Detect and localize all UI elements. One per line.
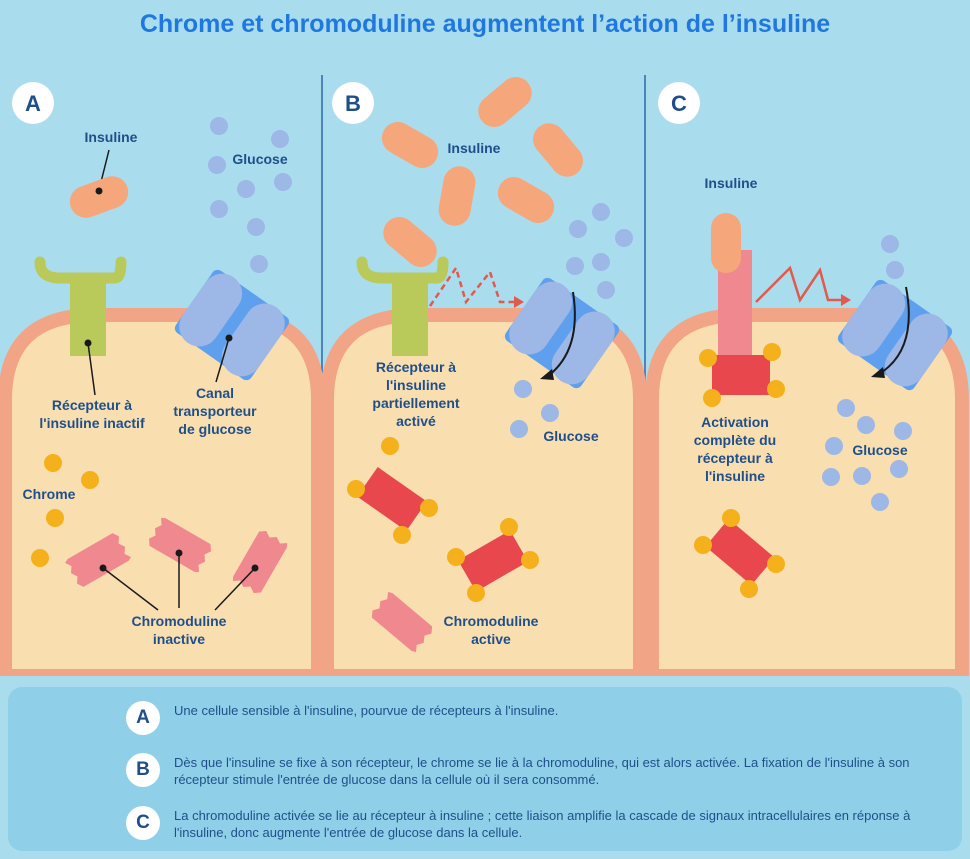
panel-c-glucose-label: Glucose [852, 442, 907, 458]
panel-a-chromoduline-line1: Chromoduline [132, 613, 227, 629]
panel-b-chromoduline-line1: Chromoduline [444, 613, 539, 629]
legend-text-a: Une cellule sensible à l'insuline, pourv… [174, 703, 559, 718]
legend-item-a: A Une cellule sensible à l'insuline, pou… [126, 701, 926, 735]
panel-a-badge [12, 82, 54, 124]
chromoduline-active-1 [357, 467, 427, 531]
panel-a-recepteur-line1: Récepteur à [52, 397, 132, 413]
insulin-molecules [376, 70, 590, 274]
glucose-transporter [174, 269, 290, 381]
panel-c: C Insuline Activation complète du récept… [658, 82, 953, 598]
panel-c-activation-line1: Activation [701, 414, 769, 430]
legend-letter-a: A [126, 701, 160, 735]
panel-b-recepteur-line4: activé [396, 413, 436, 429]
signal-arrow-dashed [428, 265, 520, 307]
legend-item-c: C La chromoduline activée se lie au réce… [126, 806, 926, 841]
signal-arrow [755, 265, 845, 303]
legend-text-b: Dès que l'insuline se fixe à son récepte… [174, 755, 910, 787]
panel-b-recepteur-line1: Récepteur à [376, 359, 456, 375]
legend-text-c: La chromoduline activée se lie au récept… [174, 808, 911, 840]
glucose-molecules-outside [566, 203, 633, 299]
panel-a-glucose-label: Glucose [232, 151, 287, 167]
insulin-molecule [65, 171, 133, 223]
panel-a-canal-line3: de glucose [178, 421, 251, 437]
legend-letter-b: B [126, 753, 160, 787]
insulin-receptor-active [711, 213, 770, 395]
page-title: Chrome et chromoduline augmentent l’acti… [139, 10, 831, 38]
glucose-entry-arrow [547, 291, 576, 377]
panel-a-recepteur-line2: l'insuline inactif [39, 415, 145, 431]
panel-a-canal-line1: Canal [196, 385, 234, 401]
glucose-transporter [837, 279, 953, 391]
panel-b-glucose-label: Glucose [543, 428, 598, 444]
glucose-entry-arrow [878, 286, 910, 375]
panel-a-canal-line2: transporteur [173, 403, 257, 419]
chromoduline-active-2 [458, 530, 528, 592]
panel-a-letter: A [25, 91, 41, 116]
panel-a-chrome-label: Chrome [23, 486, 76, 502]
panel-a-insuline-label: Insuline [85, 129, 138, 145]
panel-c-activation-line2: complète du [694, 432, 776, 448]
panel-a-chromoduline-line2: inactive [153, 631, 205, 647]
panel-b-chromoduline-line2: active [471, 631, 511, 647]
panel-c-activation-line4: l'insuline [705, 468, 765, 484]
panel-a: A Insuline Glucose Récepteur à l'insulin… [12, 82, 292, 647]
glucose-molecules-inside [822, 399, 912, 511]
chrome-atoms [31, 454, 99, 567]
chromoduline-active [705, 518, 775, 586]
glucose-transporter [504, 277, 620, 389]
chromoduline-inactive [371, 591, 433, 653]
panel-c-activation-line3: récepteur à [697, 450, 773, 466]
legend-item-b: B Dès que l'insuline se fixe à son récep… [126, 753, 926, 788]
panel-b: B Insuline Récepteur à l'insuline partie… [332, 70, 633, 653]
insulin-receptor-partial [356, 256, 449, 356]
legend-letter-c: C [126, 806, 160, 840]
panel-c-insuline-label: Insuline [705, 175, 758, 191]
legend-box: A Une cellule sensible à l'insuline, pou… [8, 687, 962, 851]
panel-c-letter: C [671, 91, 687, 116]
panel-b-letter: B [345, 91, 361, 116]
glucose-molecules [208, 117, 292, 273]
panel-b-recepteur-line3: partiellement [372, 395, 459, 411]
panel-b-recepteur-line2: l'insuline [386, 377, 446, 393]
glucose-molecules-outside [881, 235, 904, 279]
glucose-molecules-inside [510, 380, 559, 438]
panel-b-insuline-label: Insuline [448, 140, 501, 156]
